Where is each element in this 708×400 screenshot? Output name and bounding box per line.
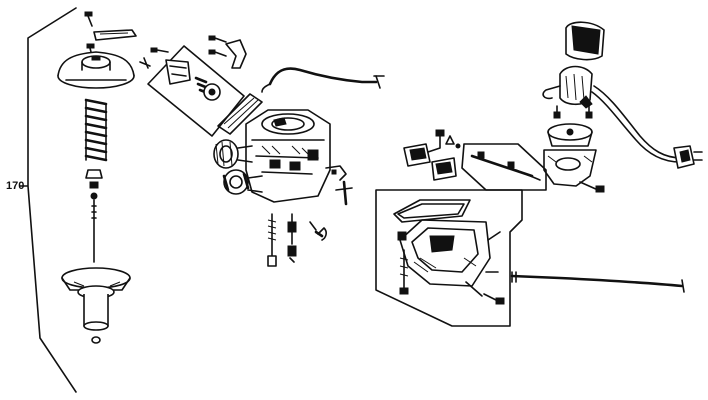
idle-mixture-screws <box>267 213 297 267</box>
float-pin-bracket <box>461 143 547 191</box>
assembly-bracket-line <box>19 7 77 393</box>
carburetor-body <box>245 109 331 203</box>
float-needle-valve <box>445 135 461 149</box>
float-pair <box>403 129 457 181</box>
outlet-port-fitting <box>222 169 263 195</box>
throttle-linkage <box>325 165 353 206</box>
jet-needle <box>91 199 97 263</box>
wire-connector-plug <box>673 145 703 169</box>
slide-spring <box>84 98 108 162</box>
choke-flange-screw <box>579 181 605 193</box>
vacuum-chamber-cap <box>57 51 135 89</box>
float-bowl <box>397 219 501 287</box>
vacuum-diaphragm-slide <box>61 267 131 331</box>
bowl-screws <box>399 249 505 305</box>
slide-bottom-washer <box>91 336 101 344</box>
cap-clip-plate <box>93 29 137 41</box>
mounting-bracket <box>225 39 247 69</box>
needle-retainer <box>85 169 103 200</box>
reference-number-label: 170 <box>6 180 25 192</box>
float-bowl-gasket <box>393 199 471 223</box>
linkage-rod-strip <box>217 93 263 135</box>
choke-gasket-plate <box>547 123 593 147</box>
drain-hose <box>485 271 685 293</box>
choke-retaining-screws <box>553 105 593 119</box>
starter-cover-cap <box>565 21 605 61</box>
screws-upper-center <box>150 35 227 57</box>
accelerator-pump-box <box>139 45 245 137</box>
idle-adjust-screw-spring <box>309 221 327 241</box>
float-bowl-assembly-box <box>375 189 523 327</box>
vent-tube <box>261 67 385 93</box>
intake-port-fitting <box>213 139 253 169</box>
auto-choke-unit <box>542 65 593 109</box>
choke-mount-flange <box>543 149 597 187</box>
choke-wire-lead <box>591 85 683 163</box>
screw-top-left <box>84 11 93 27</box>
